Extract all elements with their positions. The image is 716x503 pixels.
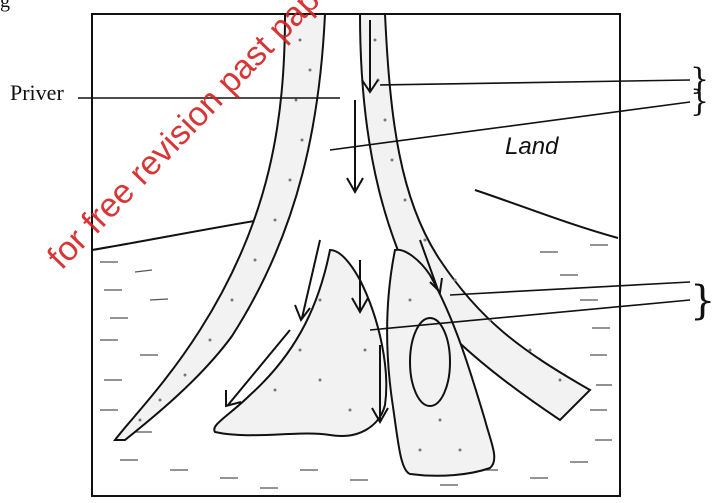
oval-island bbox=[410, 318, 450, 406]
bracket-2: } bbox=[690, 84, 709, 119]
top-fragment-text: g bbox=[0, 0, 10, 13]
leader-right-1 bbox=[380, 80, 690, 85]
river-label: Priver bbox=[10, 80, 64, 106]
coastline-right bbox=[475, 190, 618, 238]
leader-right-3 bbox=[450, 282, 690, 295]
bracket-3: } bbox=[690, 278, 715, 324]
land-label: Land bbox=[505, 133, 558, 161]
